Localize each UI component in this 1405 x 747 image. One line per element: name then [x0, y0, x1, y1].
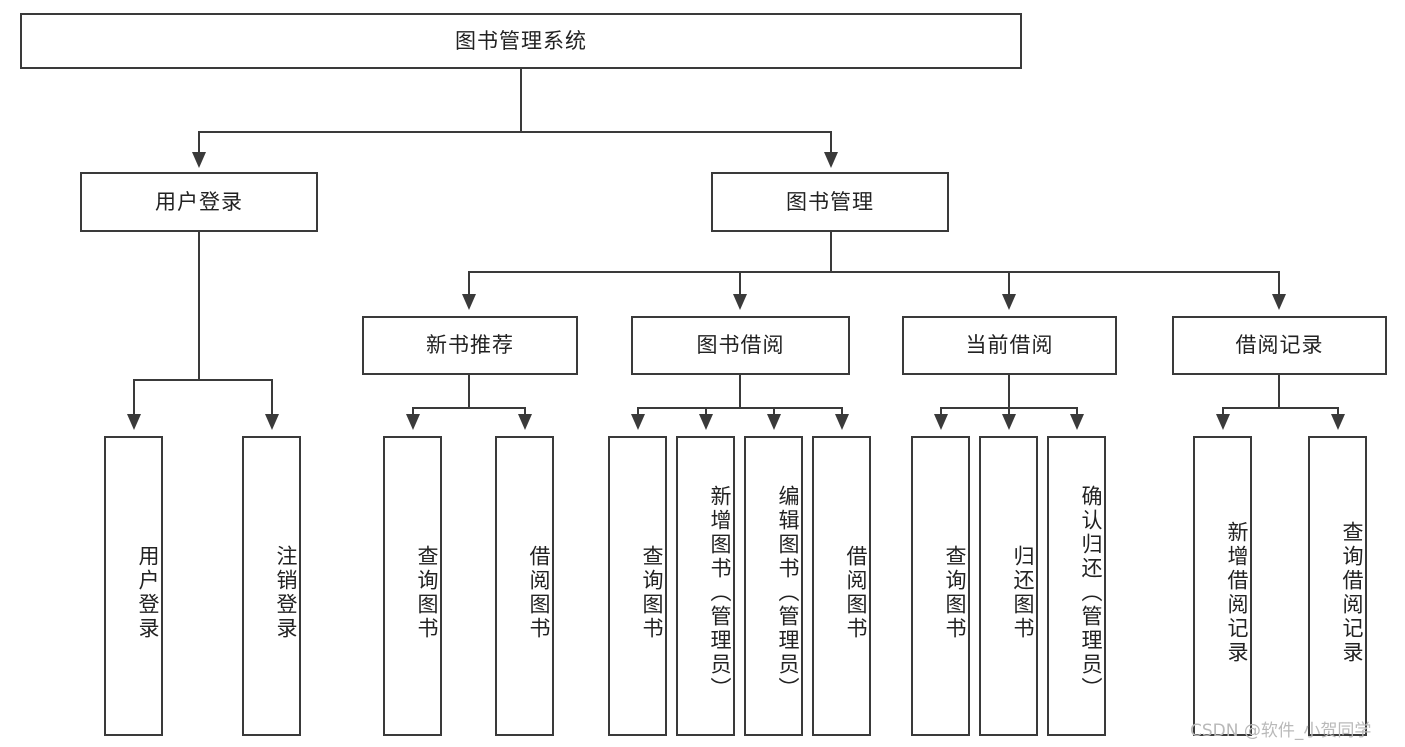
edge-bb-to-leaf-3 [773, 407, 775, 416]
edge-new-book-stem [468, 375, 470, 408]
arrow-bb-to-leaf-2 [699, 414, 713, 430]
node-label: 用户登录 [136, 545, 160, 641]
edge-user-login-to-leaf-2 [271, 379, 273, 416]
arrow-cb-to-leaf-1 [934, 414, 948, 430]
leaf-current-borrow-return[interactable]: 归还图书 [979, 436, 1038, 736]
leaf-current-borrow-query[interactable]: 查询图书 [911, 436, 970, 736]
arrow-bb-to-leaf-1 [631, 414, 645, 430]
arrow-bb-to-leaf-3 [767, 414, 781, 430]
node-root-book-management-system[interactable]: 图书管理系统 [20, 13, 1022, 69]
node-label: 编辑图书（管理员） [776, 485, 800, 701]
edge-bm-to-borrow-record [1278, 271, 1280, 297]
edge-br-to-leaf-2 [1337, 407, 1339, 416]
arrow-br-to-leaf-1 [1216, 414, 1230, 430]
edge-nb-to-leaf-2 [524, 407, 526, 416]
node-borrow-record[interactable]: 借阅记录 [1172, 316, 1387, 375]
edge-book-borrow-bus [637, 407, 843, 409]
edge-nb-to-leaf-1 [412, 407, 414, 416]
edge-book-management-bus [468, 271, 1280, 273]
edge-bm-to-book-borrow [739, 271, 741, 297]
leaf-user-login-logout[interactable]: 注销登录 [242, 436, 301, 736]
node-label: 借阅图书 [844, 545, 868, 641]
edge-book-management-stem [830, 232, 832, 272]
node-label: 图书管理系统 [455, 28, 587, 53]
arrow-bb-to-leaf-4 [835, 414, 849, 430]
leaf-current-borrow-confirm-return[interactable]: 确认归还（管理员） [1047, 436, 1106, 736]
node-current-borrow[interactable]: 当前借阅 [902, 316, 1117, 375]
node-label: 图书借阅 [696, 333, 785, 358]
edge-bm-to-current-borrow [1008, 271, 1010, 297]
arrow-user-login-to-leaf-1 [127, 414, 141, 430]
arrow-nb-to-leaf-1 [406, 414, 420, 430]
edge-bb-to-leaf-1 [637, 407, 639, 416]
edge-user-login-stem [198, 232, 200, 380]
node-book-borrow[interactable]: 图书借阅 [631, 316, 850, 375]
node-label: 新书推荐 [426, 333, 514, 358]
arrow-bm-to-new-book [462, 294, 476, 310]
edge-bb-to-leaf-2 [705, 407, 707, 416]
edge-user-login-to-leaf-1 [133, 379, 135, 416]
edge-borrow-record-bus [1222, 407, 1339, 409]
arrow-bm-to-book-borrow [733, 294, 747, 310]
arrow-br-to-leaf-2 [1331, 414, 1345, 430]
node-label: 确认归还（管理员） [1079, 485, 1103, 701]
arrow-nb-to-leaf-2 [518, 414, 532, 430]
node-new-book-recommend[interactable]: 新书推荐 [362, 316, 578, 375]
arrow-bm-to-current-borrow [1002, 294, 1016, 310]
edge-borrow-record-stem [1278, 375, 1280, 408]
node-label: 新增图书（管理员） [708, 485, 732, 701]
leaf-book-borrow-add[interactable]: 新增图书（管理员） [676, 436, 735, 736]
leaf-borrow-record-add[interactable]: 新增借阅记录 [1193, 436, 1252, 736]
edge-cb-to-leaf-1 [940, 407, 942, 416]
leaf-book-borrow-query[interactable]: 查询图书 [608, 436, 667, 736]
edge-root-to-book-management [830, 131, 832, 155]
arrow-root-to-book-management [824, 152, 838, 168]
node-label: 查询图书 [943, 545, 967, 641]
leaf-new-book-query[interactable]: 查询图书 [383, 436, 442, 736]
arrow-cb-to-leaf-3 [1070, 414, 1084, 430]
arrow-bm-to-borrow-record [1272, 294, 1286, 310]
node-label: 查询借阅记录 [1340, 521, 1364, 665]
leaf-new-book-borrow[interactable]: 借阅图书 [495, 436, 554, 736]
edge-new-book-bus [412, 407, 525, 409]
node-book-management[interactable]: 图书管理 [711, 172, 949, 232]
leaf-book-borrow-borrow[interactable]: 借阅图书 [812, 436, 871, 736]
node-label: 借阅图书 [527, 545, 551, 641]
edge-current-borrow-stem [1008, 375, 1010, 408]
edge-root-stem [520, 69, 522, 132]
edge-bb-to-leaf-4 [841, 407, 843, 416]
node-label: 查询图书 [640, 545, 664, 641]
node-label: 图书管理 [786, 189, 874, 214]
edge-cb-to-leaf-3 [1076, 407, 1078, 416]
node-label: 新增借阅记录 [1225, 521, 1249, 665]
node-label: 用户登录 [155, 189, 243, 214]
edge-book-borrow-stem [739, 375, 741, 408]
arrow-cb-to-leaf-2 [1002, 414, 1016, 430]
node-label: 当前借阅 [965, 333, 1054, 358]
node-label: 借阅记录 [1235, 333, 1324, 358]
node-label: 查询图书 [415, 545, 439, 641]
edge-root-bus [198, 131, 832, 133]
edge-user-login-bus [133, 379, 272, 381]
edge-root-to-user-login [198, 131, 200, 155]
node-user-login[interactable]: 用户登录 [80, 172, 318, 232]
edge-cb-to-leaf-2 [1008, 407, 1010, 416]
arrow-user-login-to-leaf-2 [265, 414, 279, 430]
edge-bm-to-new-book [468, 271, 470, 297]
node-label: 注销登录 [274, 545, 298, 641]
leaf-borrow-record-query[interactable]: 查询借阅记录 [1308, 436, 1367, 736]
arrow-root-to-user-login [192, 152, 206, 168]
leaf-user-login-login[interactable]: 用户登录 [104, 436, 163, 736]
leaf-book-borrow-edit[interactable]: 编辑图书（管理员） [744, 436, 803, 736]
node-label: 归还图书 [1011, 545, 1035, 641]
edge-br-to-leaf-1 [1222, 407, 1224, 416]
